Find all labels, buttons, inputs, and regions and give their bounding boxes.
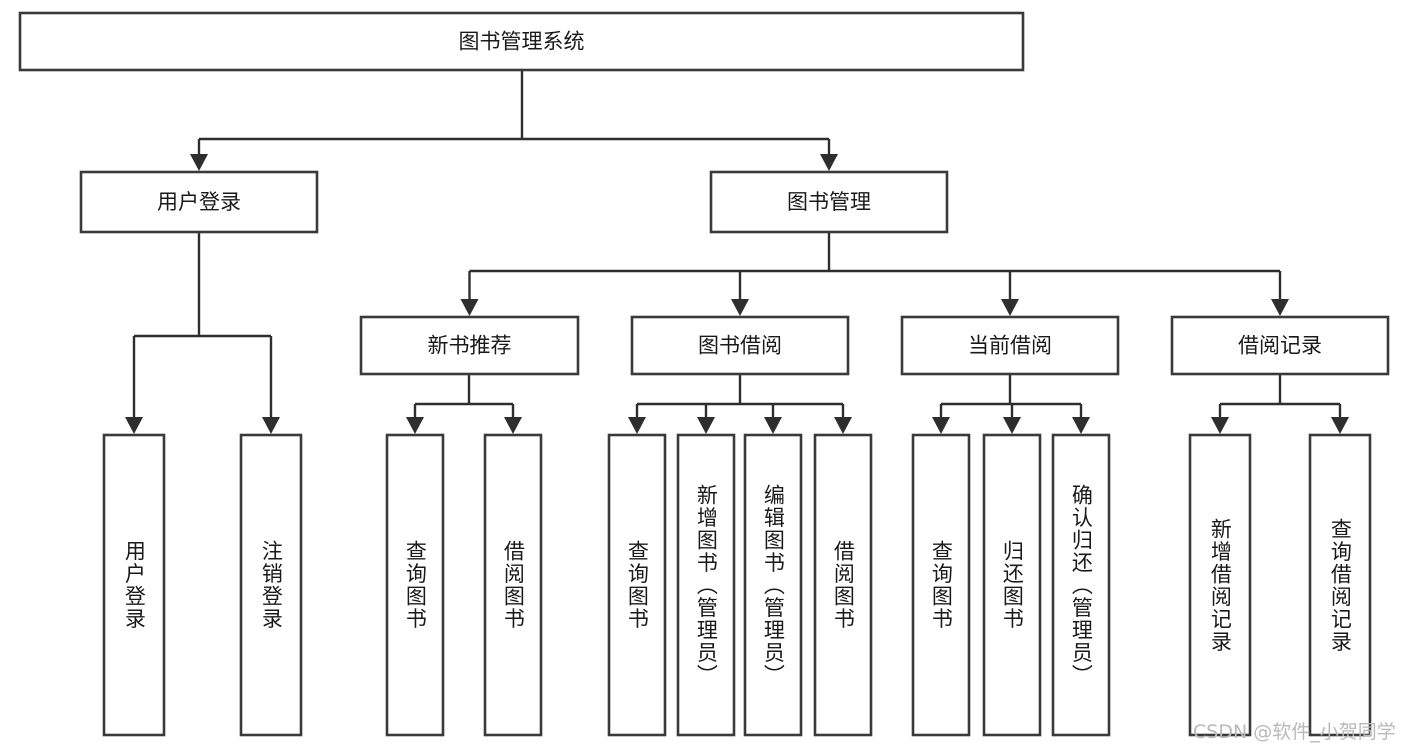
node-leaf-borrow-book-2[interactable] [813, 433, 873, 737]
node-current-borrow[interactable] [900, 315, 1120, 376]
arrow-head-leaf-confirm-return [1072, 417, 1090, 434]
node-box-leaf-query-book-1[interactable] [385, 433, 445, 737]
node-leaf-logout[interactable] [239, 433, 303, 737]
node-borrow-record[interactable] [1170, 315, 1390, 376]
arrow-head-leaf-add-record [1211, 417, 1229, 434]
node-box-leaf-borrow-book-2[interactable] [813, 433, 873, 737]
node-box-root[interactable] [18, 11, 1025, 72]
arrow-head-leaf-query-book-3 [932, 417, 950, 434]
node-leaf-query-record[interactable] [1308, 433, 1372, 737]
node-box-book-manage[interactable] [709, 170, 949, 234]
edge-group-book-manage [460, 232, 1289, 316]
node-box-current-borrow[interactable] [900, 315, 1120, 376]
node-label-root: 图书管理系统 [459, 30, 585, 54]
node-box-new-book-rec[interactable] [359, 315, 580, 376]
arrow-head-leaf-user-login [125, 417, 143, 434]
node-boxes-layer [18, 11, 1390, 737]
node-label-new-book-rec: 新书推荐 [428, 334, 512, 358]
arrow-head-borrow-record [1271, 299, 1289, 316]
node-box-leaf-borrow-book-1[interactable] [483, 433, 543, 737]
node-box-leaf-add-record[interactable] [1188, 433, 1252, 737]
node-leaf-return-book[interactable] [982, 433, 1042, 737]
arrow-head-new-book-rec [460, 299, 479, 316]
arrow-head-leaf-borrow-book-2 [834, 417, 852, 434]
node-label-current-borrow: 当前借阅 [968, 334, 1052, 358]
node-book-manage[interactable] [709, 170, 949, 234]
arrow-head-leaf-borrow-book-1 [504, 417, 522, 434]
arrow-head-current-borrow [1001, 299, 1019, 316]
csdn-watermark: CSDN @软件_小贺同学 [1193, 721, 1396, 743]
node-label-user-login: 用户登录 [157, 190, 241, 214]
arrow-head-book-manage [820, 154, 838, 171]
arrow-head-leaf-add-book [697, 417, 715, 434]
node-box-leaf-edit-book[interactable] [743, 433, 803, 737]
node-box-leaf-query-record[interactable] [1308, 433, 1372, 737]
node-leaf-query-book-2[interactable] [607, 433, 667, 737]
edge-group-current-borrow [932, 374, 1090, 434]
arrow-head-leaf-logout [262, 417, 280, 434]
arrow-head-leaf-query-book-1 [406, 417, 424, 434]
node-box-leaf-query-book-2[interactable] [607, 433, 667, 737]
node-new-book-rec[interactable] [359, 315, 580, 376]
arrow-head-leaf-query-record [1331, 417, 1349, 434]
arrow-head-book-borrow [731, 299, 749, 316]
node-leaf-add-book[interactable] [676, 433, 736, 737]
node-leaf-query-book-1[interactable] [385, 433, 445, 737]
node-leaf-confirm-return[interactable] [1051, 433, 1111, 737]
edge-group-user-login [125, 232, 280, 434]
node-root[interactable] [18, 11, 1025, 72]
edge-group-book-borrow [628, 374, 852, 434]
node-box-leaf-confirm-return[interactable] [1051, 433, 1111, 737]
edge-group-new-book-rec [406, 374, 522, 434]
edge-group-borrow-record [1211, 374, 1349, 434]
arrow-head-user-login [190, 154, 208, 171]
node-leaf-add-record[interactable] [1188, 433, 1252, 737]
node-label-book-manage: 图书管理 [787, 190, 871, 214]
node-box-leaf-return-book[interactable] [982, 433, 1042, 737]
node-label-book-borrow: 图书借阅 [698, 334, 782, 358]
node-box-book-borrow[interactable] [630, 315, 850, 376]
node-book-borrow[interactable] [630, 315, 850, 376]
node-user-login[interactable] [79, 170, 319, 234]
node-leaf-query-book-3[interactable] [911, 433, 971, 737]
node-box-leaf-logout[interactable] [239, 433, 303, 737]
node-box-leaf-add-book[interactable] [676, 433, 736, 737]
node-box-leaf-query-book-3[interactable] [911, 433, 971, 737]
node-leaf-borrow-book-1[interactable] [483, 433, 543, 737]
connectors-layer [125, 70, 1349, 434]
arrow-head-leaf-edit-book [764, 417, 782, 434]
node-leaf-user-login[interactable] [102, 433, 166, 737]
edge-group-root [190, 70, 838, 171]
node-box-user-login[interactable] [79, 170, 319, 234]
node-box-leaf-user-login[interactable] [102, 433, 166, 737]
node-box-borrow-record[interactable] [1170, 315, 1390, 376]
arrow-head-leaf-query-book-2 [628, 417, 646, 434]
node-leaf-edit-book[interactable] [743, 433, 803, 737]
arrow-head-leaf-return-book [1003, 417, 1021, 434]
node-label-borrow-record: 借阅记录 [1238, 334, 1322, 358]
